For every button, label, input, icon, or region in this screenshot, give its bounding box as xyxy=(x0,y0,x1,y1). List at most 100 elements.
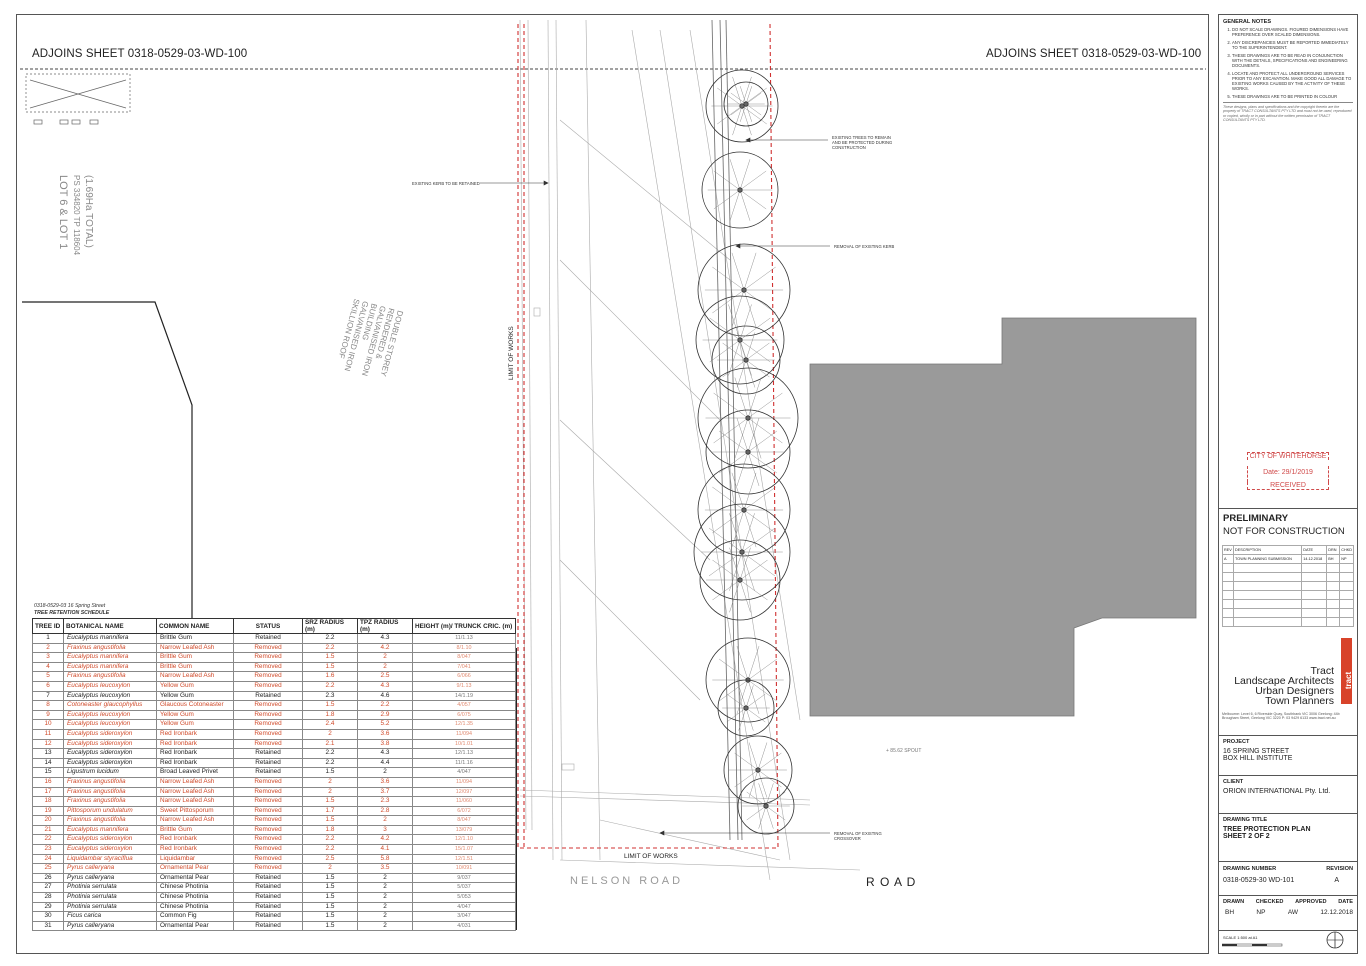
tree-id-cell: 19 xyxy=(32,805,64,817)
council-stamp-date: Date: 29/1/2019 xyxy=(1247,466,1329,482)
botanical-name-cell: Photinia serrulata xyxy=(63,882,157,894)
tree-id-cell: 22 xyxy=(32,834,64,846)
botanical-name-cell: Ficus carica xyxy=(63,911,157,922)
tpz-radius-cell: 4.4 xyxy=(357,757,413,769)
srz-radius-cell: 1.5 xyxy=(302,767,358,778)
height-cell: 6/066 xyxy=(412,671,516,682)
rev-col-rev: REV xyxy=(1222,545,1234,555)
rev-chkd: NP xyxy=(1339,554,1354,564)
tree-id-cell: 3 xyxy=(32,652,64,663)
tree-retention-schedule: TREE ID BOTANICAL NAME COMMON NAME STATU… xyxy=(32,618,516,932)
tree-protection-zones xyxy=(693,69,799,835)
firm-line-1: Tract xyxy=(1310,665,1334,677)
common-name-cell: Chinese Photinia xyxy=(156,882,234,894)
status-cell: Retained xyxy=(233,892,303,903)
status-cell: Retained xyxy=(233,911,303,922)
col-srz-radius: SRZ RADIUS (m) xyxy=(302,618,358,634)
status-cell: Retained xyxy=(233,690,303,702)
status-cell: Retained xyxy=(233,882,303,894)
common-name-cell: Yellow Gum xyxy=(156,709,234,721)
srz-radius-cell: 1.5 xyxy=(302,911,358,922)
common-name-cell: Narrow Leafed Ash xyxy=(156,796,234,807)
common-name-cell: Brittle Gum xyxy=(156,652,234,663)
tpz-radius-cell: 3.5 xyxy=(357,863,413,874)
building-text: DOUBLE STOREY RENDERED & GALVANISED IRON… xyxy=(337,298,405,378)
srz-radius-cell: 1.8 xyxy=(302,824,358,836)
srz-radius-cell: 1.5 xyxy=(302,700,358,711)
revision-label: REVISION xyxy=(1326,866,1353,872)
client-block: CLIENT ORION INTERNATIONAL Pty. Ltd. xyxy=(1223,779,1353,795)
annotation-trees-remain-2: AND BE PROTECTED DURING xyxy=(832,140,892,145)
drawing-title-block: DRAWING TITLE TREE PROTECTION PLAN SHEET… xyxy=(1223,817,1353,840)
status-cell: Removed xyxy=(233,796,303,807)
tpz-circle xyxy=(705,69,779,143)
firm-line-2: Landscape Architects xyxy=(1234,675,1334,687)
tree-id-cell: 5 xyxy=(32,671,64,682)
title-block: GENERAL NOTES DO NOT SCALE DRAWINGS. FIG… xyxy=(1218,14,1358,954)
drawing-number-label: DRAWING NUMBER xyxy=(1223,866,1277,872)
kerb-lines xyxy=(711,19,743,841)
status-cell: Removed xyxy=(233,824,303,836)
tree-id-cell: 12 xyxy=(32,738,64,750)
schedule-caption: 0318-0529-03 16 Spring Street xyxy=(34,603,106,609)
height-cell: 11/094 xyxy=(412,776,516,788)
srz-radius-cell: 1.6 xyxy=(302,671,358,682)
common-name-cell: Glaucous Cotoneaster xyxy=(156,700,234,711)
rev-drn: BH xyxy=(1326,554,1341,564)
spout-label: + 85.62 SPOUT xyxy=(886,748,921,754)
status-cell: Removed xyxy=(233,738,303,750)
schedule-title: TREE RETENTION SCHEDULE xyxy=(34,610,110,616)
tree-id-cell: 23 xyxy=(32,844,64,855)
status-cell: Removed xyxy=(233,719,303,730)
status-cell: Removed xyxy=(233,680,303,692)
srz-radius-cell: 1.5 xyxy=(302,901,358,913)
height-cell: 4/047 xyxy=(412,767,516,778)
tree-id-cell: 14 xyxy=(32,757,64,769)
height-cell: 3/047 xyxy=(412,911,516,922)
srz-radius-cell: 2.2 xyxy=(302,642,358,654)
note-item: LOCATE AND PROTECT ALL UNDERGROUND SERVI… xyxy=(1232,71,1353,91)
project-name-1: 16 SPRING STREET xyxy=(1223,748,1290,755)
tpz-radius-cell: 3.6 xyxy=(357,776,413,788)
rev-value: A xyxy=(1222,554,1234,564)
tree-id-cell: 8 xyxy=(32,700,64,711)
srz-radius-cell: 2 xyxy=(302,728,358,740)
srz-radius-cell: 1.5 xyxy=(302,652,358,663)
status-cell: Retained xyxy=(233,748,303,759)
status-cell: Removed xyxy=(233,834,303,846)
botanical-name-cell: Eucalyptus mannifera xyxy=(63,652,157,663)
tpz-radius-cell: 2 xyxy=(357,901,413,913)
general-notes: GENERAL NOTES DO NOT SCALE DRAWINGS. FIG… xyxy=(1223,19,1353,123)
tpz-radius-cell: 2.5 xyxy=(357,671,413,682)
botanical-name-cell: Eucalyptus sideroxylon xyxy=(63,728,157,740)
general-notes-title: GENERAL NOTES xyxy=(1223,19,1272,25)
col-status: STATUS xyxy=(233,618,303,634)
tpz-radius-cell: 2 xyxy=(357,815,413,826)
status-cell: Retained xyxy=(233,901,303,913)
common-name-cell: Brittle Gum xyxy=(156,824,234,836)
botanical-name-cell: Pyrus calleryana xyxy=(63,920,157,932)
survey-linework xyxy=(519,19,861,881)
common-name-cell: Yellow Gum xyxy=(156,680,234,692)
botanical-name-cell: Photinia serrulata xyxy=(63,892,157,903)
height-cell: 12/1.51 xyxy=(412,853,516,865)
note-item: ANY DISCREPANCIES MUST BE REPORTED IMMED… xyxy=(1232,40,1353,50)
schedule-header-row: TREE ID BOTANICAL NAME COMMON NAME STATU… xyxy=(32,618,516,634)
status-cell: Removed xyxy=(233,661,303,673)
tree-id-cell: 21 xyxy=(32,824,64,836)
botanical-name-cell: Fraxinus angustifolia xyxy=(63,796,157,807)
signoff-block: DRAWN CHECKED APPROVED DATE BH NP AW 12.… xyxy=(1223,899,1353,916)
drawing-title-2: SHEET 2 OF 2 xyxy=(1223,833,1270,840)
tree-id-cell: 29 xyxy=(32,901,64,913)
common-name-cell: Narrow Leafed Ash xyxy=(156,776,234,788)
